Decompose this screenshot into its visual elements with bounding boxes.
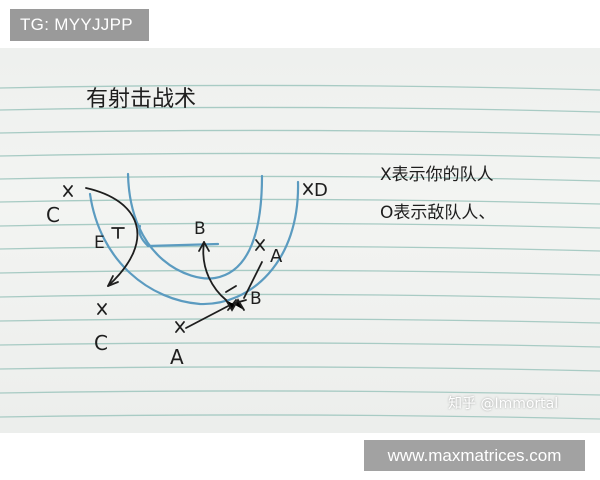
legend-line-1: X表示你的队人 [380, 165, 494, 185]
legend-line-2: O表示敌队人、 [380, 203, 495, 223]
telegram-banner: TG: MYYJJPP [10, 9, 149, 41]
label-c-top: C [46, 203, 60, 227]
blue-court-lines [88, 172, 300, 306]
note-title: 有射击战术 [86, 87, 196, 112]
label-c-bottom: C [94, 331, 108, 355]
label-a-bottom: A [170, 345, 184, 369]
player-paths [85, 187, 263, 329]
website-banner: www.maxmatrices.com [364, 440, 585, 471]
label-d: D [314, 180, 328, 201]
sketch-labels: 有射击战术 C C D A A B B E X表示你的队人 O表示敌队人、 [46, 87, 495, 369]
player-marks [63, 183, 313, 333]
label-b-top: B [194, 219, 206, 239]
ruled-lines [0, 84, 600, 420]
label-a-right: A [270, 246, 283, 267]
zhihu-watermark: 知乎 @Immortal [448, 396, 559, 412]
label-b-right: B [250, 289, 262, 309]
label-e: E [94, 233, 105, 253]
